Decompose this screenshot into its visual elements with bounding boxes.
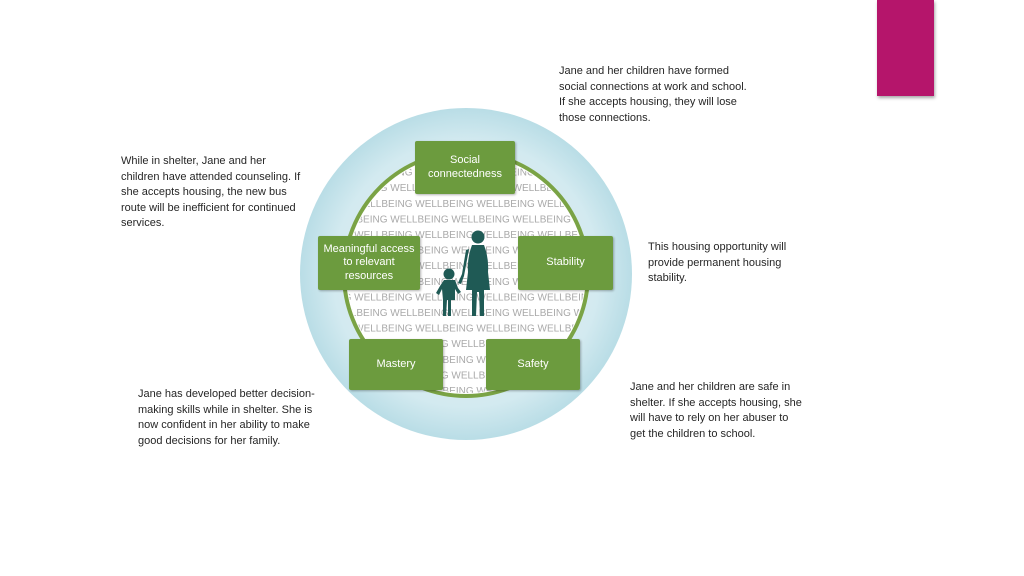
watermark-row: WELLBEING WELLBEING WELLBEING WELLBEING … <box>298 386 634 397</box>
note-safety: Jane and her children are safe in shelte… <box>630 381 802 440</box>
note-counseling: While in shelter, Jane and her children … <box>121 155 301 229</box>
note-mastery: Jane has developed better decision-makin… <box>138 388 315 447</box>
mother-and-child-icon <box>436 230 490 316</box>
note-social-connectedness: Jane and her children have formed social… <box>559 65 747 124</box>
watermark-row: WELLBEING WELLBEING WELLBEING WELLBEING … <box>298 308 634 319</box>
watermark-row: WELLBEING WELLBEING WELLBEING WELLBEING … <box>298 199 634 210</box>
watermark-row: WELLBEING WELLBEING WELLBEING WELLBEING … <box>298 324 634 335</box>
watermark-row: WELLBEING WELLBEING WELLBEING WELLBEING … <box>298 277 634 288</box>
watermark-row: WELLBEING WELLBEING WELLBEING WELLBEING … <box>298 355 634 366</box>
box-stability: Stability <box>518 236 613 290</box>
wellbeing-diagram: WELLBEING WELLBEING WELLBEING WELLBEING … <box>298 108 634 440</box>
watermark-row: WELLBEING WELLBEING WELLBEING WELLBEING … <box>298 261 634 272</box>
watermark-row: WELLBEING WELLBEING WELLBEING WELLBEING … <box>298 370 634 381</box>
accent-tab <box>877 0 934 96</box>
inner-circle <box>344 152 588 396</box>
box-social-connectedness: Social connectedness <box>415 141 515 194</box>
watermark-row: WELLBEING WELLBEING WELLBEING WELLBEING … <box>298 292 634 303</box>
note-stability: This housing opportunity will provide pe… <box>648 241 787 284</box>
box-mastery: Mastery <box>349 339 443 390</box>
watermark-row: WELLBEING WELLBEING WELLBEING WELLBEING … <box>298 339 634 350</box>
watermark-row: WELLBEING WELLBEING WELLBEING WELLBEING … <box>298 230 634 241</box>
box-safety: Safety <box>486 339 580 390</box>
watermark-row: WELLBEING WELLBEING WELLBEING WELLBEING … <box>298 214 634 225</box>
box-meaningful-access: Meaningful access to relevant resources <box>318 236 420 290</box>
